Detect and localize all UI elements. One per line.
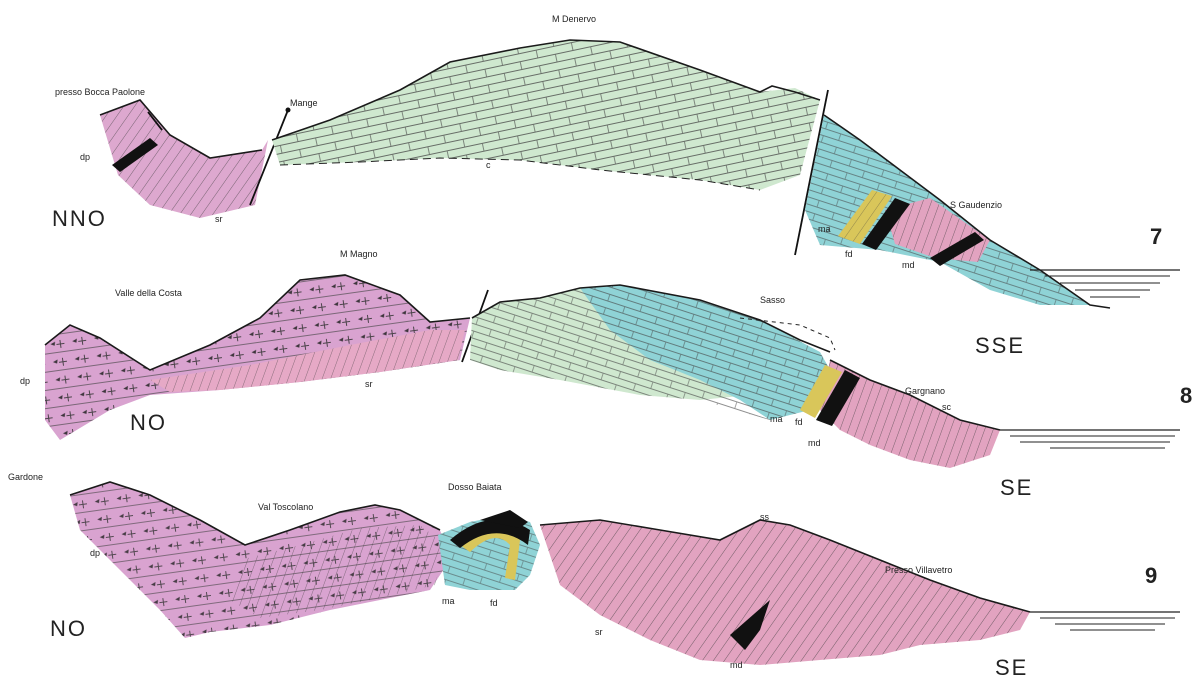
s9-unit-sr: sr [595,627,603,637]
s9-unit-dp: dp [90,548,100,558]
s7-right-direction: SSE [975,333,1025,358]
s9-place-2: Val Toscolano [258,502,313,512]
s7-unit-sr: sr [215,214,223,224]
s8-left-direction: NO [130,410,167,435]
s7-place-1: presso Bocca Paolone [55,87,145,97]
s9-right-direction: SE [995,655,1028,680]
s8-number: 8 [1180,383,1192,408]
s7-unit-fd: fd [845,249,853,259]
s8-right-direction: SE [1000,475,1033,500]
s9-left-direction: NO [50,616,87,641]
s9-unit-fd: fd [490,598,498,608]
s9-place-1: Gardone [8,472,43,482]
s8-sea-level [1000,430,1180,448]
s8-unit-sr: sr [365,379,373,389]
s9-place-4: Presso Villavetro [885,565,952,575]
s8-place-4: Gargnano [905,386,945,396]
s7-place-2: Mange [290,98,318,108]
s7-left-direction: NNO [52,206,107,231]
s8-unit-md: md [808,438,821,448]
s9-unit-ss: ss [760,512,770,522]
s7-unit-dp: dp [80,152,90,162]
s8-place-1: Valle della Costa [115,288,182,298]
s7-unit-md: md [902,260,915,270]
s8-place-2: M Magno [340,249,378,259]
s9-sea-level [1030,612,1180,630]
s7-unit-ma: ma [818,224,831,234]
s8-unit-dp: dp [20,376,30,386]
s9-unit-md: md [730,660,743,670]
s9-place-3: Dosso Baiata [448,482,502,492]
s7-unit-c: c [486,160,491,170]
s8-unit-ma: ma [770,414,783,424]
section-9: Gardone Val Toscolano Dosso Baiata Press… [8,472,1180,680]
s9-fold [438,510,540,590]
s7-place-3: M Denervo [552,14,596,24]
s8-unit-sc: sc [942,402,952,412]
s9-unit-ma: ma [442,596,455,606]
s9-number: 9 [1145,563,1157,588]
s8-unit-fd: fd [795,417,803,427]
s7-number: 7 [1150,224,1162,249]
s8-place-3: Sasso [760,295,785,305]
s7-place-4: S Gaudenzio [950,200,1002,210]
